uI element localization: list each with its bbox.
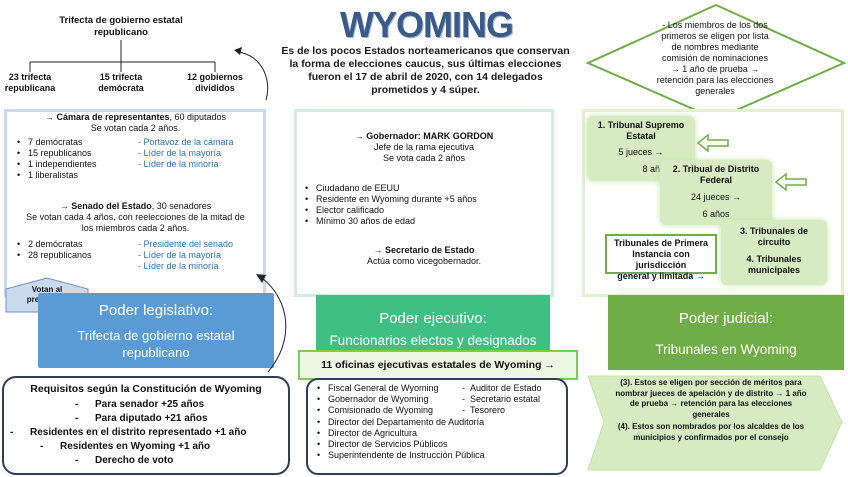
governor-block: → Gobernador: MARK GORDON Jefe de la ram… bbox=[354, 131, 494, 163]
offices-list-left: Fiscal General de Wyoming Gobernador de … bbox=[314, 383, 464, 416]
trifecta-heading: Trifecta de gobierno estatal republicano bbox=[59, 15, 183, 38]
requirements-list: - Para senador +25 años - Para diputado … bbox=[10, 399, 247, 466]
requirements-box bbox=[2, 376, 290, 475]
district-arrow-icon bbox=[774, 172, 807, 192]
judicial-subtitle: Tribunales en Wyoming bbox=[655, 342, 797, 357]
diamond-text: - Los miembros de los dos primeros se el… bbox=[656, 20, 774, 96]
page-title: WYOMING bbox=[340, 4, 514, 45]
offices-list-full: Director del Departamento de Auditoría D… bbox=[314, 417, 564, 461]
requirements-arrow bbox=[256, 274, 287, 373]
lower-courts-box: 3. Tribunales de circuito 4. Tribunales … bbox=[721, 220, 827, 285]
house-composition: 7 demócratas 15 republicanos 1 independi… bbox=[14, 137, 144, 181]
house-roles: - Portavoz de la cámara - Líder de la ma… bbox=[138, 137, 234, 169]
executive-subtitle: Funcionarios electos y designados bbox=[329, 333, 537, 348]
arrow-right-icon: → bbox=[544, 359, 555, 371]
executive-title: Poder ejecutivo: bbox=[379, 310, 487, 327]
secretary-block: → Secretario de Estado Actúa como vicego… bbox=[366, 245, 482, 266]
senate-composition: 2 demócratas 28 republicanos bbox=[14, 239, 134, 261]
legislative-subtitle: Trifecta de gobierno estatal republicano bbox=[77, 328, 235, 360]
intro-text: Es de los pocos Estados norteamericanos … bbox=[281, 45, 570, 96]
trifecta-tree-lines bbox=[29, 40, 269, 101]
senate-heading: → Senado del Estado, 30 senadores Se vot… bbox=[26, 201, 245, 233]
senate-roles: - Presidente del senado - Líder de la ma… bbox=[138, 239, 234, 271]
legislative-title-box: Poder legislativo: Trifecta de gobierno … bbox=[38, 293, 274, 368]
judicial-title-box: Poder judicial: Tribunales en Wyoming bbox=[608, 295, 844, 370]
house-heading: → Cámara de representantes, 60 diputados… bbox=[44, 112, 227, 133]
district-court-box: 2. Tribual de Distrito Federal 24 jueces… bbox=[660, 160, 772, 225]
requirements-heading: Requisitos según la Constitución de Wyom… bbox=[30, 383, 262, 395]
governor-requirements: Ciudadano de EEUU Residente en Wyoming d… bbox=[302, 183, 542, 227]
supreme-arrow-icon bbox=[696, 133, 729, 153]
judicial-title: Poder judicial: bbox=[678, 310, 774, 327]
legislative-title: Poder legislativo: bbox=[98, 302, 214, 319]
offices-list-right: - Auditor de Estado - Secretario estatal… bbox=[462, 383, 542, 415]
offices-heading-box: 11 oficinas ejecutivas estatales de Wyom… bbox=[298, 350, 578, 380]
executive-title-box: Poder ejecutivo: Funcionarios electos y … bbox=[316, 295, 550, 350]
judicial-note: (3). Estos se eligen por sección de méri… bbox=[615, 378, 807, 442]
judicial-note-shape bbox=[587, 375, 843, 471]
first-instance-box: Tribunales de Primera Instancia con juri… bbox=[605, 234, 717, 281]
